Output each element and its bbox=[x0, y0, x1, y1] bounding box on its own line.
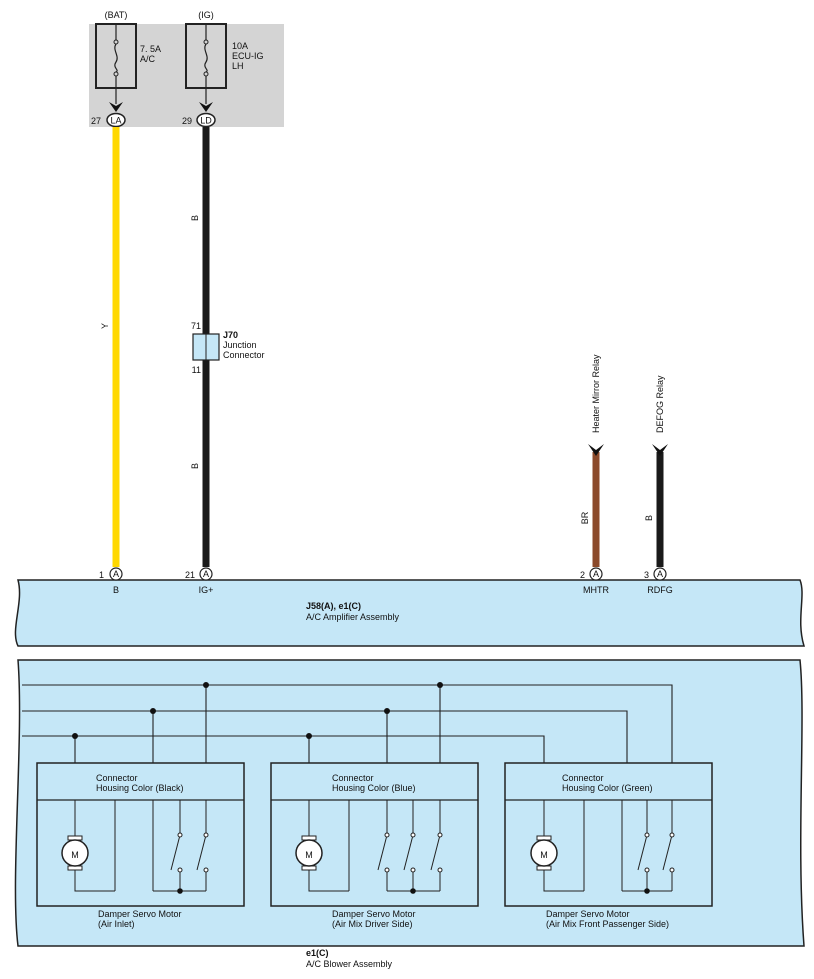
terminal-name: IG+ bbox=[199, 585, 214, 595]
pin-number: 1 bbox=[99, 570, 104, 580]
fuse-rating: 7. 5A bbox=[140, 44, 161, 54]
housing-label: Connector bbox=[562, 773, 604, 783]
motor-caption: (Air Mix Driver Side) bbox=[332, 919, 413, 929]
junction-name: Connector bbox=[223, 350, 265, 360]
wire-color-code: B bbox=[190, 215, 200, 221]
motor-caption: (Air Mix Front Passenger Side) bbox=[546, 919, 669, 929]
connector-label: LD bbox=[200, 116, 212, 126]
junction-id: J70 bbox=[223, 330, 238, 340]
motor-icon bbox=[295, 839, 323, 867]
fuse-element-icon bbox=[204, 43, 208, 73]
connector-label: A bbox=[657, 569, 663, 579]
blower-id: e1(C) bbox=[306, 948, 329, 958]
amplifier-name: A/C Amplifier Assembly bbox=[306, 612, 400, 622]
motor-housing bbox=[36, 762, 245, 907]
motor-caption: Damper Servo Motor bbox=[546, 909, 630, 919]
connector-label: A bbox=[593, 569, 599, 579]
connector-la bbox=[106, 112, 126, 128]
housing-label: Connector bbox=[96, 773, 138, 783]
connector-label: A bbox=[203, 569, 209, 579]
damper-servo-motor-air-mix-driver bbox=[270, 762, 479, 907]
arrow-down-icon bbox=[199, 102, 213, 112]
motor-symbol: M bbox=[71, 850, 79, 860]
terminal-rdfg: 3 A RDFG bbox=[644, 567, 673, 595]
fuse-name: ECU-IG bbox=[232, 51, 264, 61]
connector-label: A bbox=[113, 569, 119, 579]
terminal-ig-plus: 21 A IG+ bbox=[185, 567, 214, 595]
pin-number: 27 bbox=[91, 116, 101, 126]
arrow-up-icon bbox=[652, 444, 668, 456]
fuse-element-icon bbox=[114, 43, 118, 73]
housing-label: Housing Color (Blue) bbox=[332, 783, 416, 793]
fuse-bat-a-c: (BAT) 7. 5A A/C bbox=[95, 10, 161, 104]
housing-label: Housing Color (Black) bbox=[96, 783, 184, 793]
motor-symbol: M bbox=[305, 850, 313, 860]
motor-symbol: M bbox=[540, 850, 548, 860]
motor-icon bbox=[61, 839, 89, 867]
arrow-up-icon bbox=[588, 444, 604, 456]
junction-dots bbox=[72, 682, 443, 739]
relay-defog: DEFOG Relay bbox=[652, 375, 668, 456]
motor-housing bbox=[504, 762, 713, 907]
fuse-source-label: (BAT) bbox=[105, 10, 128, 20]
motor-caption: Damper Servo Motor bbox=[332, 909, 416, 919]
pin-number: 3 bbox=[644, 570, 649, 580]
pin-number: 71 bbox=[191, 321, 201, 331]
fuse-name: A/C bbox=[140, 54, 156, 64]
amplifier-id: J58(A), e1(C) bbox=[306, 601, 361, 611]
amplifier-assembly bbox=[14, 579, 806, 647]
housing-label: Connector bbox=[332, 773, 374, 783]
pin-number: 29 bbox=[182, 116, 192, 126]
pin-number: 2 bbox=[580, 570, 585, 580]
motor-icon bbox=[530, 839, 558, 867]
housing-label: Housing Color (Green) bbox=[562, 783, 653, 793]
fuse-name: LH bbox=[232, 61, 244, 71]
damper-servo-motor-air-inlet bbox=[36, 762, 245, 907]
connector-ld bbox=[196, 112, 216, 128]
fuse-rating: 10A bbox=[232, 41, 248, 51]
arrow-down-icon bbox=[109, 102, 123, 112]
wire-color-code: BR bbox=[580, 511, 590, 524]
terminal-name: B bbox=[113, 585, 119, 595]
blower-assembly bbox=[14, 659, 805, 947]
wire-color-code: Y bbox=[100, 323, 110, 329]
blower-name: A/C Blower Assembly bbox=[306, 959, 393, 969]
terminal-b: 1 A B bbox=[99, 567, 123, 595]
terminal-mhtr: 2 A MHTR bbox=[580, 567, 609, 595]
motor-caption: (Air Inlet) bbox=[98, 919, 135, 929]
pin-number: 11 bbox=[192, 365, 201, 375]
connector-label: LA bbox=[110, 116, 121, 126]
bus-lines bbox=[22, 684, 673, 763]
junction-name: Junction bbox=[223, 340, 257, 350]
junction-connector-j70: 71 11 J70 Junction Connector bbox=[191, 321, 265, 375]
damper-servo-motor-air-mix-passenger bbox=[504, 762, 713, 907]
fuse-ig-ecu-ig-lh: (IG) 10A ECU-IG LH bbox=[185, 10, 264, 104]
motor-caption: Damper Servo Motor bbox=[98, 909, 182, 919]
terminal-name: RDFG bbox=[647, 585, 673, 595]
relay-name: DEFOG Relay bbox=[655, 375, 665, 433]
wire-color-code: B bbox=[190, 463, 200, 469]
pin-number: 21 bbox=[185, 570, 195, 580]
fuse-source-label: (IG) bbox=[198, 10, 214, 20]
relay-name: Heater Mirror Relay bbox=[591, 354, 601, 433]
relay-heater-mirror: Heater Mirror Relay bbox=[588, 354, 604, 456]
wire-color-code: B bbox=[644, 515, 654, 521]
terminal-name: MHTR bbox=[583, 585, 609, 595]
motor-housing bbox=[270, 762, 479, 907]
